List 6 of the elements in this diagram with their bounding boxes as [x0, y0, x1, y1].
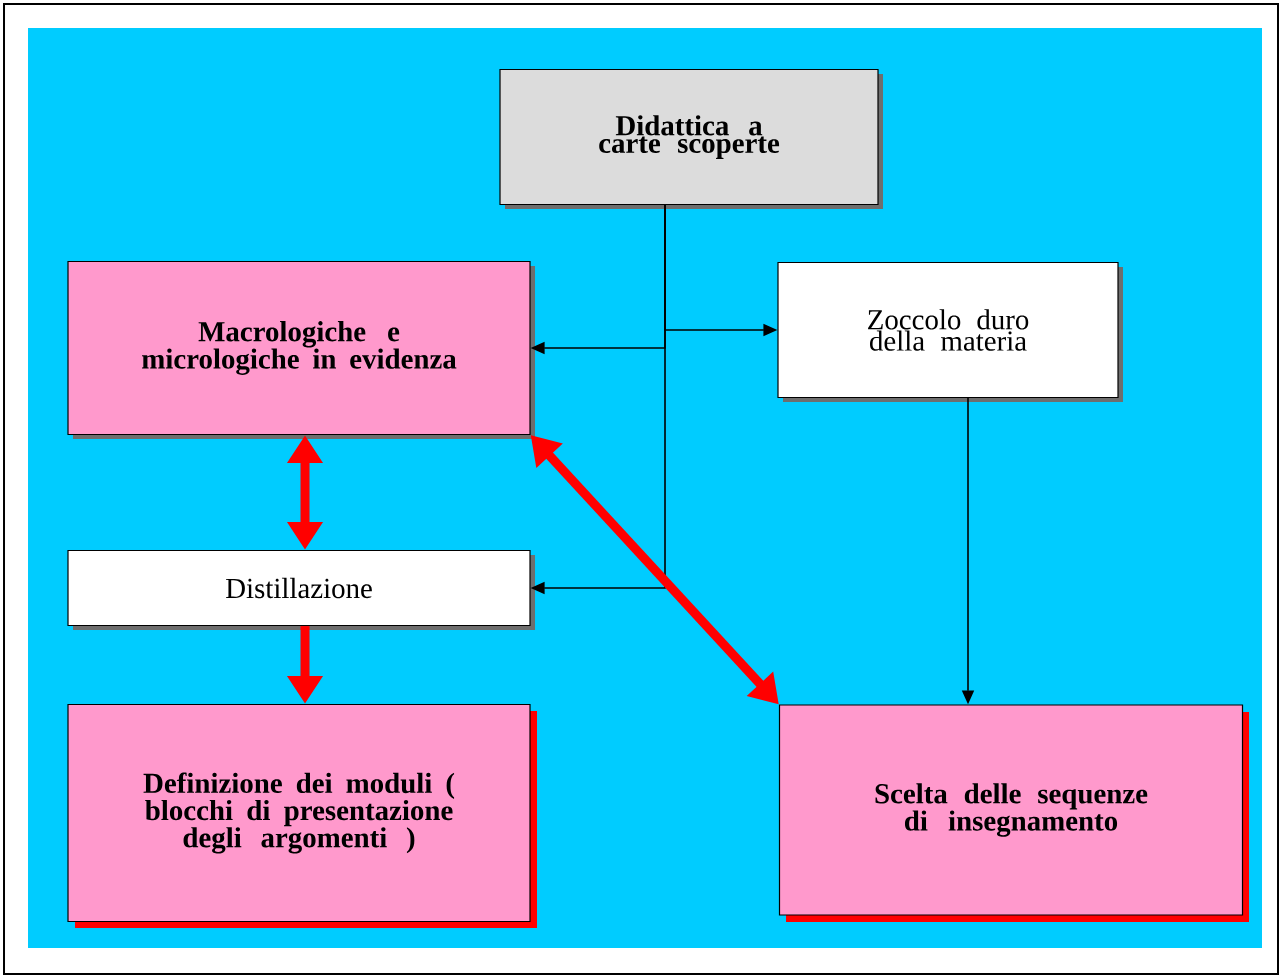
process-box: Distillazione [67, 549, 535, 630]
process-box: Macrologiche e micrologiche in evidenza [67, 260, 535, 439]
title-box: Didattica a carte scoperte [499, 68, 883, 209]
process-box: Scelta delle sequenze di insegnamento [778, 704, 1249, 922]
process-box: Definizione dei moduli ( blocchi di presentazione degli argomenti ) [67, 703, 537, 928]
process-box: Zoccolo duro della materia [777, 261, 1123, 402]
